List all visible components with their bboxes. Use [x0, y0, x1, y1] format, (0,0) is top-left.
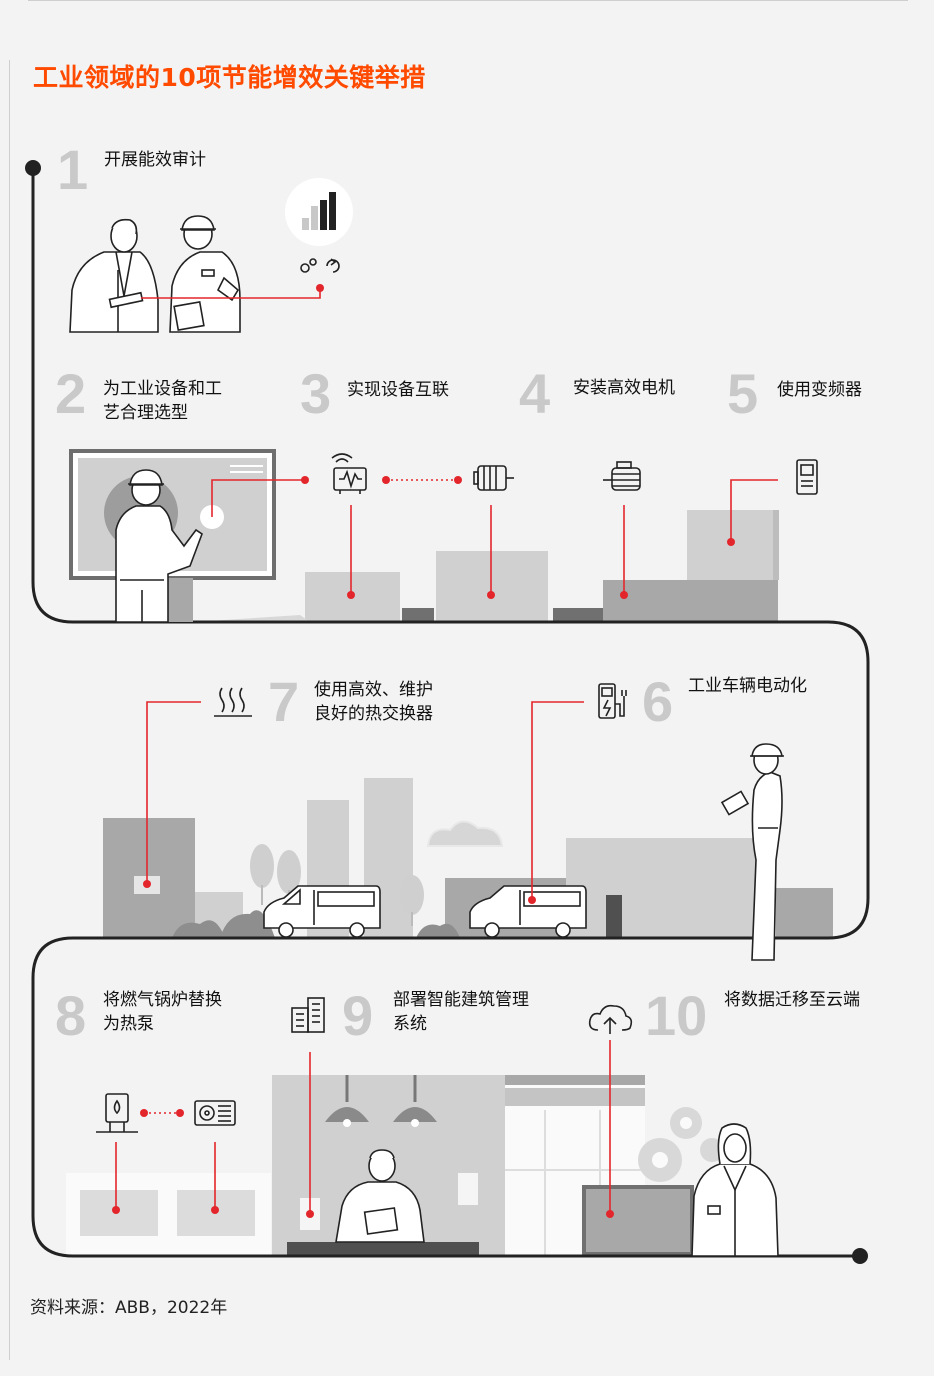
step-10-number: 10: [645, 984, 708, 1047]
step-5-label: 使用变频器: [777, 380, 862, 400]
step-2-label: 为工业设备和工 艺合理选型: [103, 379, 222, 423]
step-7-label: 使用高效、维护 良好的热交换器: [314, 680, 433, 724]
left-rule: [9, 60, 10, 1360]
step-3-label: 实现设备互联: [347, 380, 449, 400]
path-end-dot: [852, 1248, 868, 1264]
engineer-illustration: [691, 1123, 779, 1257]
step-3-number: 3: [300, 362, 332, 425]
touchscreen-illustration: [69, 449, 276, 623]
step-6-number: 6: [642, 670, 674, 733]
electric-van-1: [263, 885, 381, 938]
motor-icon: [473, 465, 514, 491]
source-note: 资料来源：ABB，2022年: [30, 1298, 228, 1318]
journey-path: [31, 168, 870, 1258]
step-8-label: 将燃气锅炉替换 为热泵: [103, 990, 222, 1034]
ev-charger-icon: [598, 683, 627, 719]
step-8-number: 8: [55, 984, 87, 1047]
heat-pump-icon: [194, 1100, 236, 1126]
refresh-icon: [326, 258, 340, 273]
electric-motor-icon: [603, 461, 641, 491]
smart-building-icon: [291, 997, 325, 1033]
worker-at-desk-illustration: [335, 1149, 425, 1243]
page-title: 工业领域的10项节能增效关键举措: [33, 63, 426, 92]
step-1-label: 开展能效审计: [104, 150, 206, 170]
boiler-icon: [96, 1093, 138, 1133]
auditors-illustration: [69, 215, 241, 333]
step-10-label: 将数据迁移至云端: [724, 990, 860, 1010]
top-rule: [28, 0, 908, 1]
bar-chart-icon: [285, 178, 353, 246]
step-9-label: 部署智能建筑管理 系统: [393, 990, 529, 1034]
cloud-upload-icon: [588, 1004, 633, 1034]
step-1-number: 1: [57, 138, 89, 201]
heat-icon: [214, 687, 252, 717]
path-start-dot: [25, 160, 41, 176]
red-connector-dots: [112, 284, 735, 1218]
worker-with-tablet-illustration: [720, 743, 784, 961]
electric-van-2: [469, 885, 587, 938]
step-4-number: 4: [519, 362, 551, 425]
step-6-label: 工业车辆电动化: [688, 676, 807, 696]
step-9-number: 9: [342, 984, 374, 1047]
network-device-icon: [331, 453, 367, 494]
step-2-number: 2: [55, 362, 87, 425]
step-7-number: 7: [268, 670, 300, 733]
gears-icon: [300, 258, 317, 273]
step-5-number: 5: [727, 362, 759, 425]
row1-scenery: [193, 510, 779, 622]
step-4-label: 安装高效电机: [573, 378, 675, 398]
drive-icon: [796, 459, 818, 495]
